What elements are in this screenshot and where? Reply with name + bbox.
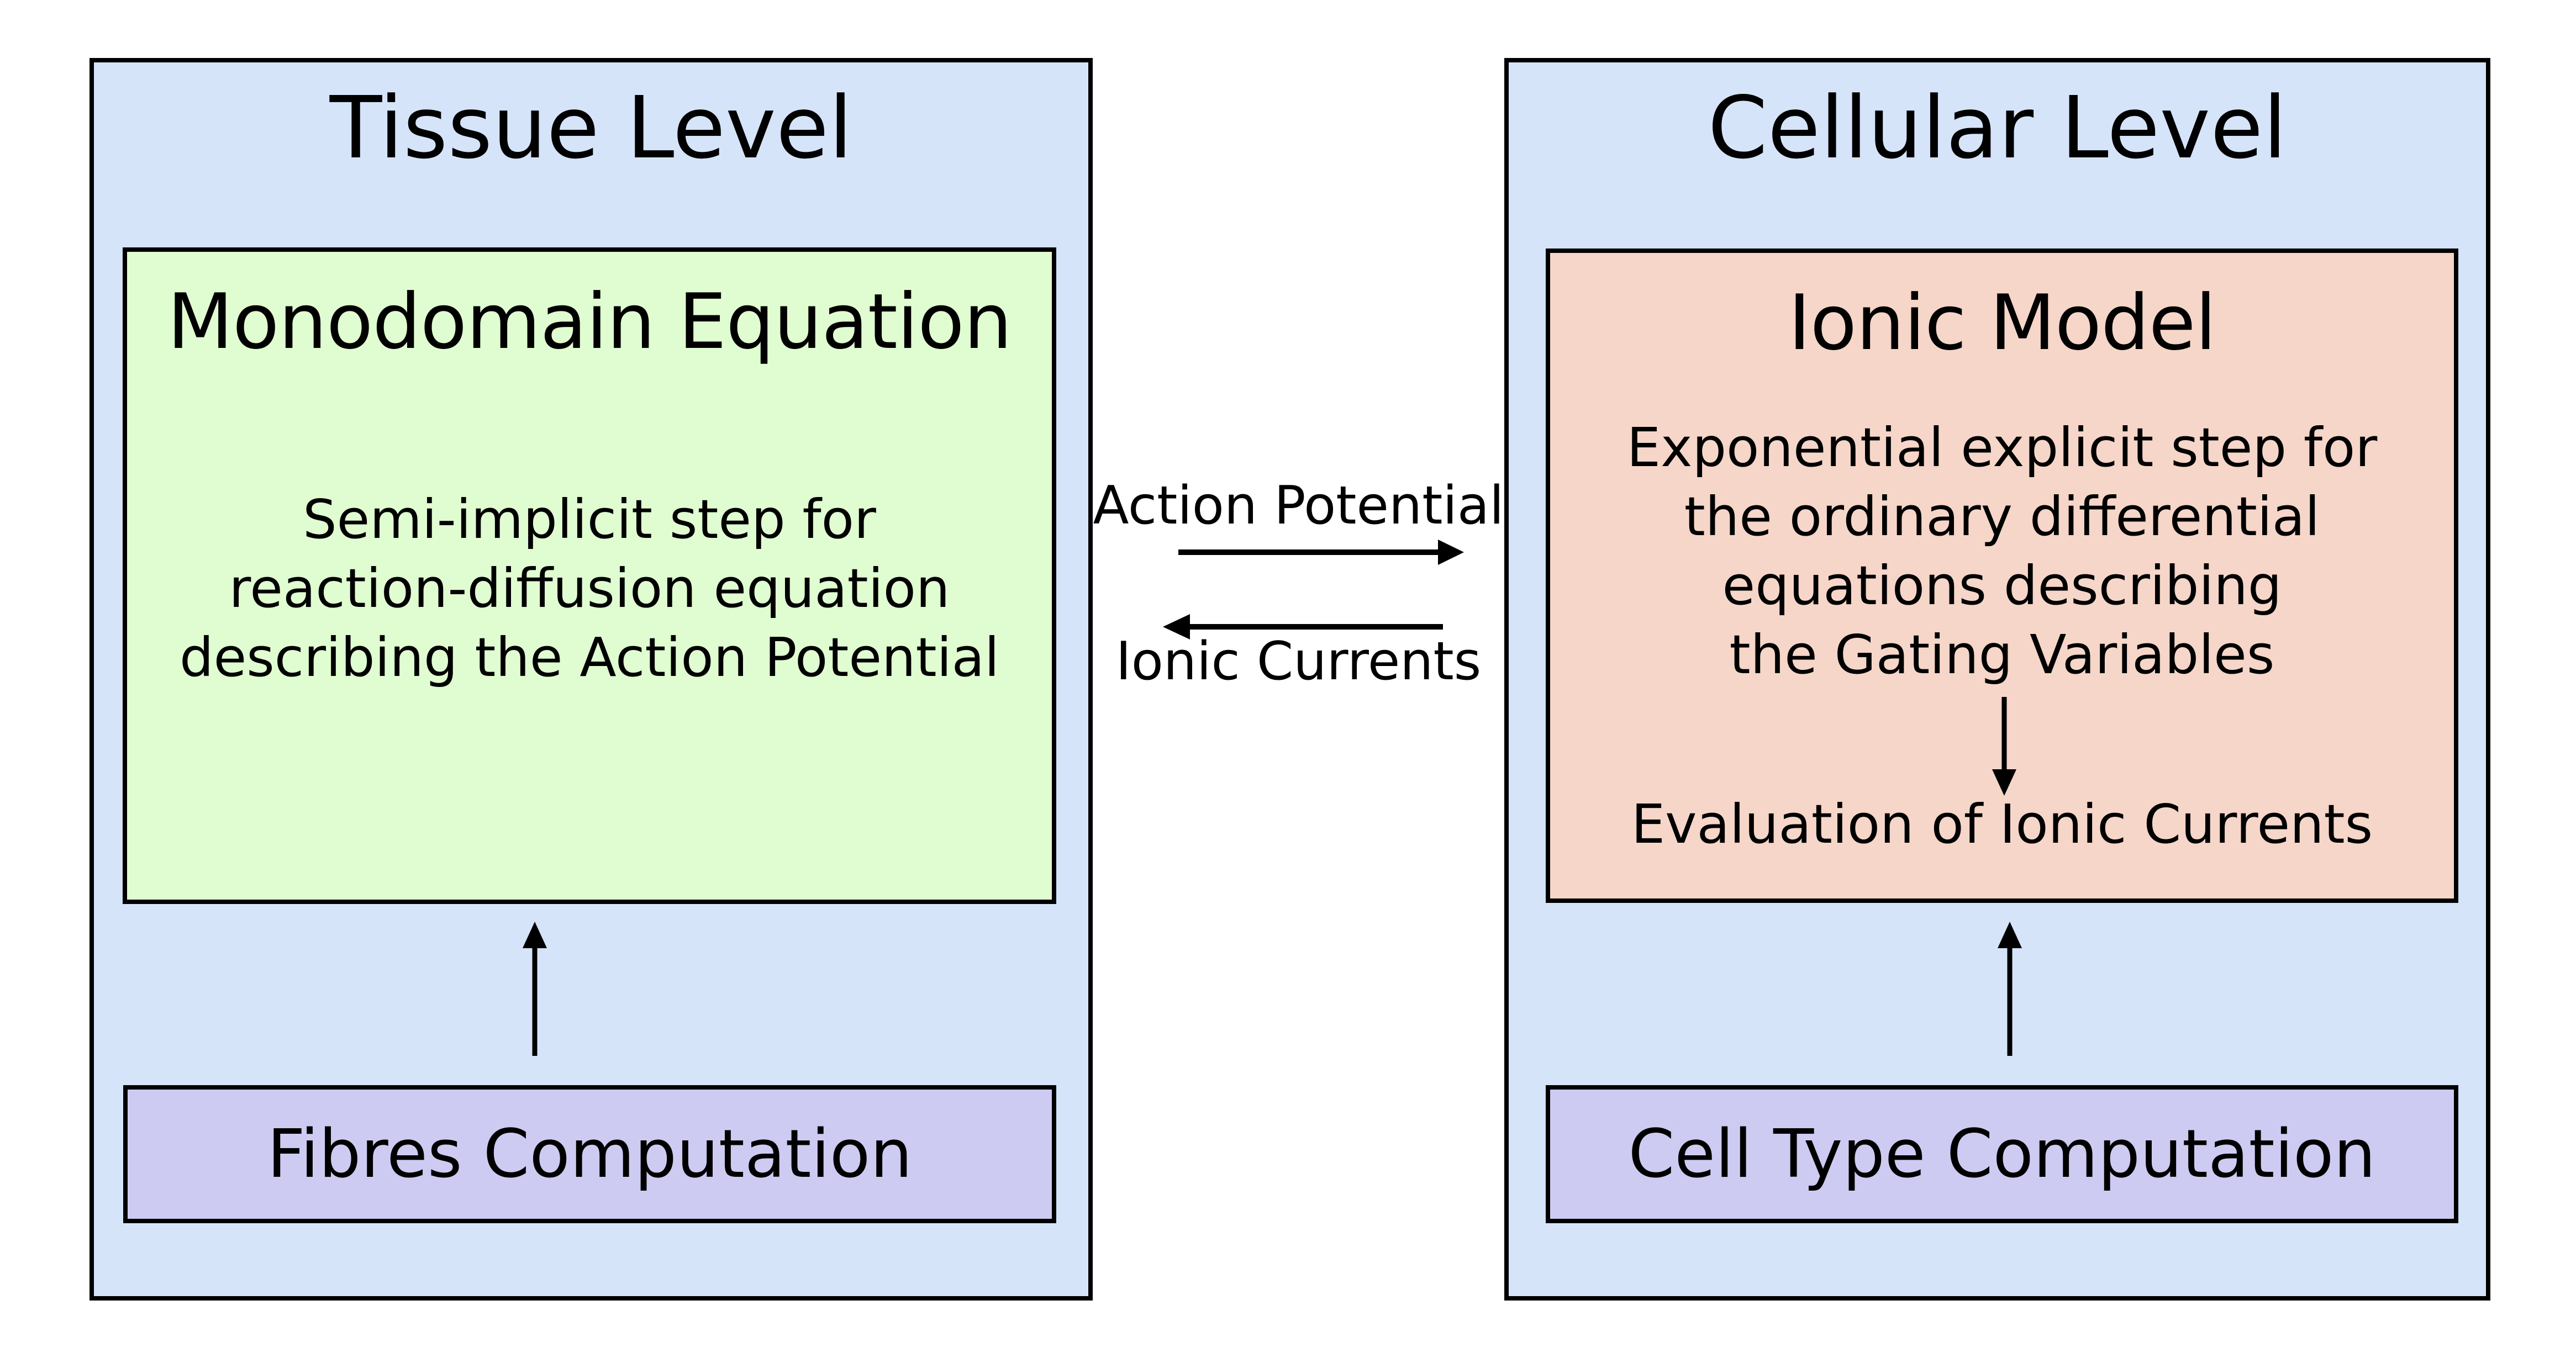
cellular-level-title: Cellular Level	[1708, 78, 2287, 178]
arrow-celltype-to-ionic-icon	[1998, 922, 2022, 1056]
action-potential-label: Action Potential	[1093, 475, 1504, 536]
arrow-gating-to-evaluation-icon	[1992, 697, 2016, 796]
cell-type-computation-label: Cell Type Computation	[1628, 1116, 2376, 1193]
body-line: the ordinary differential	[1684, 485, 2320, 548]
tissue-level-title: Tissue Level	[329, 78, 853, 178]
ionic-model-body: Exponential explicit step for the ordina…	[1627, 413, 2377, 689]
arrow-ionic-currents-icon	[1163, 614, 1443, 639]
ionic-model-box: Ionic Model Exponential explicit step fo…	[1546, 249, 2458, 903]
fibres-computation-box: Fibres Computation	[123, 1085, 1056, 1223]
ionic-model-title: Ionic Model	[1788, 278, 2216, 367]
monodomain-equation-box: Monodomain Equation Semi-implicit step f…	[123, 247, 1056, 904]
body-line: Exponential explicit step for	[1626, 416, 2378, 479]
evaluation-of-ionic-currents-label: Evaluation of Ionic Currents	[1631, 793, 2373, 855]
body-line: the Gating Variables	[1729, 623, 2275, 686]
ionic-currents-label: Ionic Currents	[1115, 631, 1482, 692]
monodomain-equation-title: Monodomain Equation	[167, 277, 1012, 366]
body-line: equations describing	[1722, 554, 2282, 617]
monodomain-equation-body: Semi-implicit step for reaction-diffusio…	[180, 485, 999, 692]
body-line: describing the Action Potential	[180, 626, 999, 689]
cell-type-computation-box: Cell Type Computation	[1546, 1085, 2458, 1223]
arrow-fibres-to-monodomain-icon	[523, 922, 547, 1056]
fibres-computation-label: Fibres Computation	[267, 1116, 913, 1193]
arrow-action-potential-icon	[1178, 540, 1464, 565]
body-line: reaction-diffusion equation	[229, 557, 950, 620]
body-line: Semi-implicit step for	[303, 488, 876, 551]
